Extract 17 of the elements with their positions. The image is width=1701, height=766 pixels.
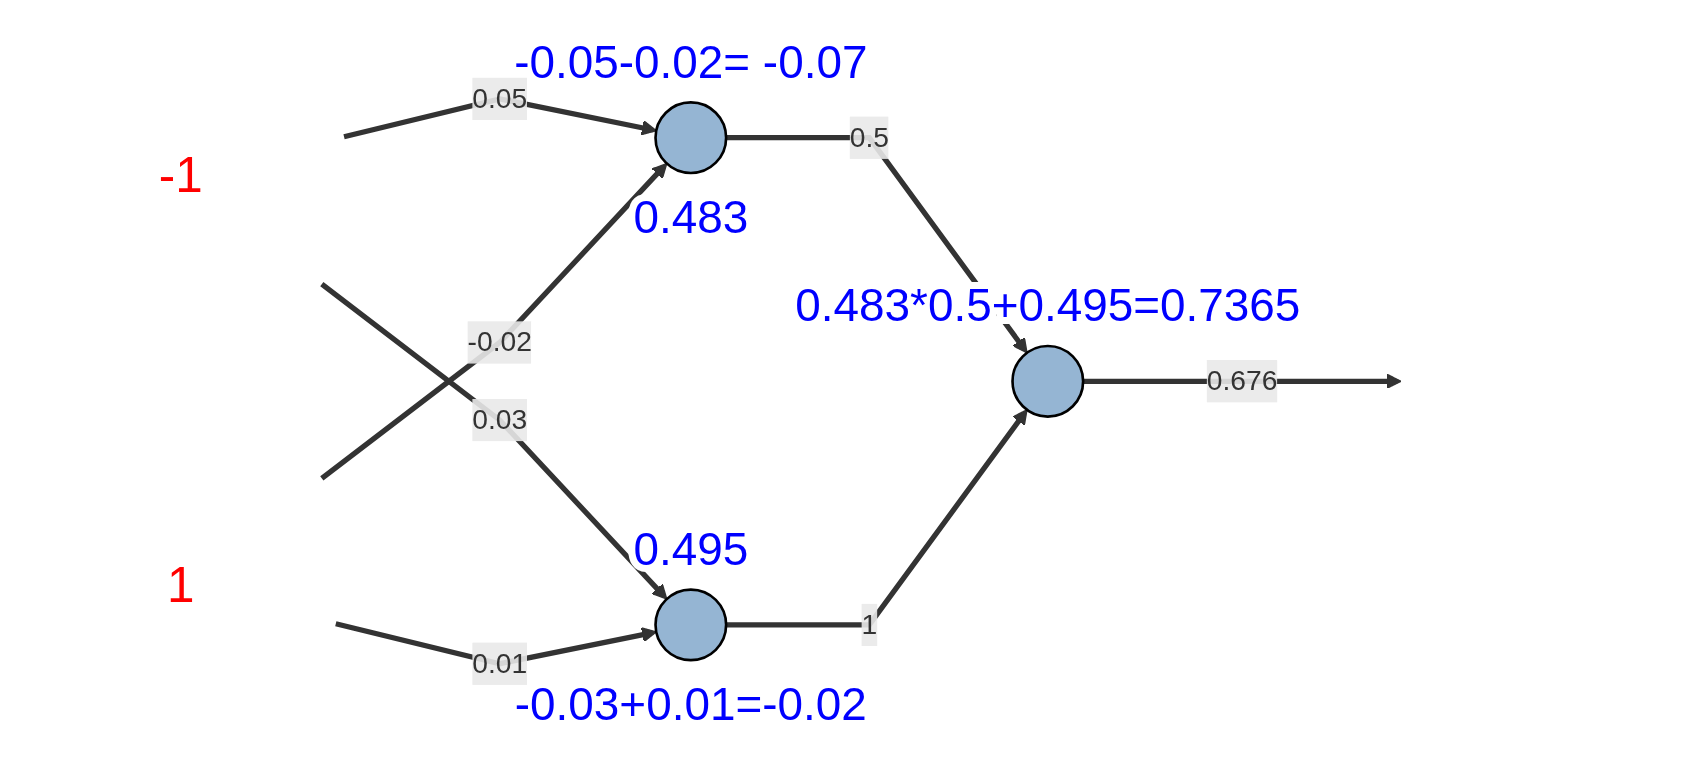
value-label: 0.495 — [633, 522, 749, 575]
edge-label: 0.5 — [849, 121, 889, 152]
edge-label: 1 — [861, 608, 878, 639]
arrow — [726, 409, 1028, 628]
arrow — [320, 282, 668, 600]
node-circle — [654, 101, 728, 175]
node-text: -1 — [158, 148, 203, 203]
node-circle — [1011, 344, 1085, 418]
value-label: -0.03+0.01=-0.02 — [514, 678, 867, 731]
edge-label: 0.676 — [1206, 365, 1278, 396]
node-text: 1 — [167, 557, 195, 613]
value-label: 0.483 — [633, 191, 749, 243]
edge-label: 0.03 — [472, 404, 528, 435]
edge-label: 0.01 — [472, 647, 528, 678]
arrow — [320, 162, 668, 481]
edge-label: -0.02 — [467, 326, 532, 357]
node-circle — [654, 588, 728, 662]
